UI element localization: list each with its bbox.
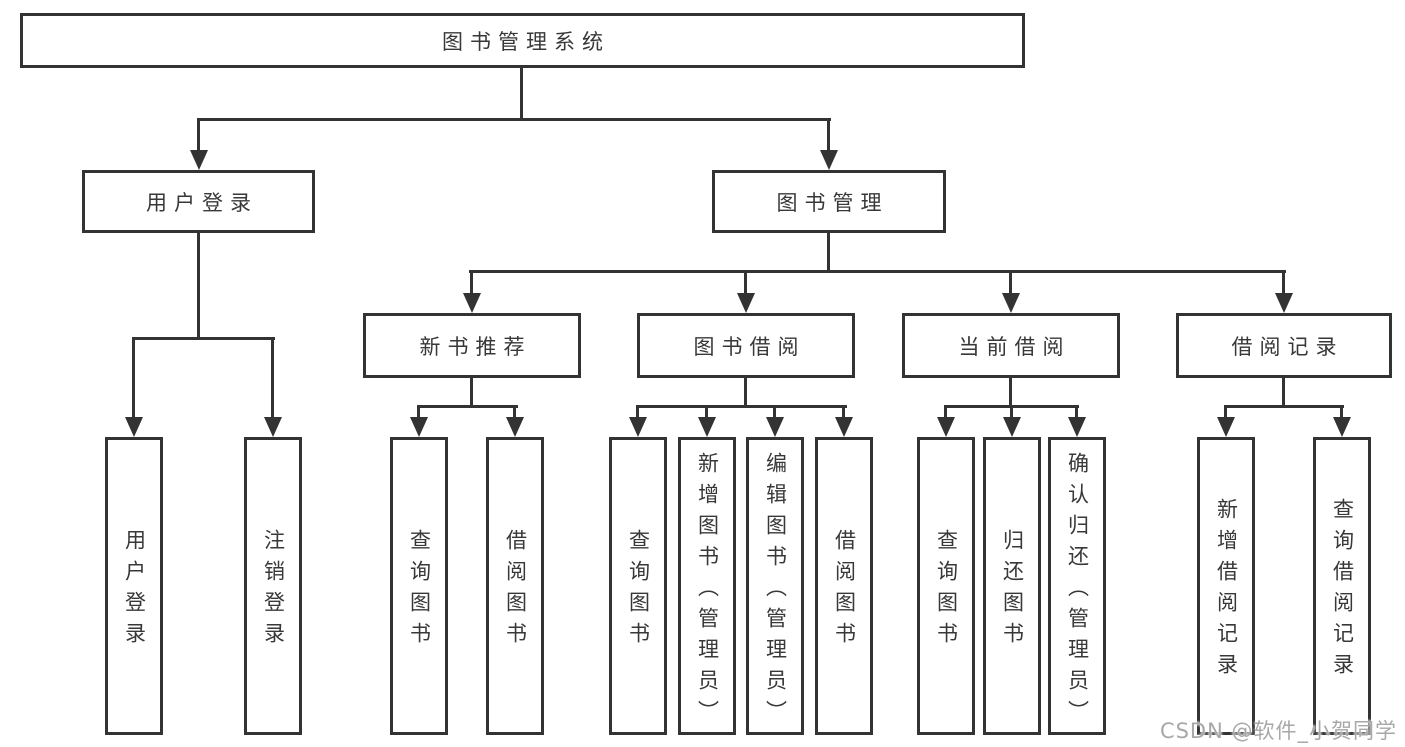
leaf-add-book-admin-label: 新增图书（管理员） bbox=[695, 451, 720, 731]
connector-level2-bar bbox=[197, 118, 831, 121]
connector-book-borrowing-stem bbox=[744, 375, 747, 408]
leaf-add-borrow-record: 新增借阅记录 bbox=[1197, 437, 1255, 735]
leaf-borrow-books-borrowing: 借阅图书 bbox=[815, 437, 873, 735]
arrow-leaf-query-current-icon bbox=[937, 417, 955, 437]
connector-level3-bar bbox=[469, 270, 1286, 273]
node-new-book-recommend: 新书推荐 bbox=[363, 313, 581, 378]
node-book-management: 图书管理 bbox=[712, 170, 946, 233]
node-new-book-recommend-label: 新书推荐 bbox=[419, 334, 532, 359]
leaf-query-books-recommend: 查询图书 bbox=[390, 437, 448, 735]
connector-leaf-user-login-drop bbox=[132, 337, 135, 419]
leaf-borrow-books-recommend: 借阅图书 bbox=[486, 437, 544, 735]
node-book-borrowing-label: 图书借阅 bbox=[693, 334, 806, 359]
connector-root-stem bbox=[520, 65, 523, 121]
arrow-book-borrowing-icon bbox=[737, 293, 755, 313]
arrow-borrowing-records-icon bbox=[1275, 293, 1293, 313]
leaf-edit-book-admin: 编辑图书（管理员） bbox=[746, 437, 804, 735]
watermark-text: CSDN @软件_小贺同学 bbox=[1159, 719, 1397, 743]
connector-book-management-drop bbox=[827, 118, 830, 154]
connector-current-borrowing-drop bbox=[1009, 270, 1012, 296]
connector-leaf-edit-book-drop bbox=[773, 405, 776, 420]
node-user-login-label: 用户登录 bbox=[146, 190, 258, 215]
connector-borrowing-records-drop bbox=[1282, 270, 1285, 296]
leaf-user-login-label: 用户登录 bbox=[122, 529, 147, 653]
arrow-leaf-return-books-icon bbox=[1003, 417, 1021, 437]
node-root-label: 图书管理系统 bbox=[442, 29, 610, 54]
leaf-query-books-current: 查询图书 bbox=[917, 437, 975, 735]
connector-user-login-stem bbox=[197, 230, 200, 340]
arrow-leaf-query-recommend-icon bbox=[410, 417, 428, 437]
arrow-leaf-logout-icon bbox=[264, 417, 282, 437]
connector-leaf-borrow-recommend-drop bbox=[513, 405, 516, 420]
arrow-leaf-borrow-recommend-icon bbox=[506, 417, 524, 437]
leaf-borrow-books-borrowing-label: 借阅图书 bbox=[832, 529, 857, 653]
connector-new-book-recommend-bar bbox=[417, 405, 518, 408]
connector-new-book-recommend-drop bbox=[470, 270, 473, 296]
arrow-book-management-icon bbox=[820, 150, 838, 170]
connector-leaf-confirm-return-drop bbox=[1075, 405, 1078, 420]
arrow-leaf-add-record-icon bbox=[1217, 417, 1235, 437]
connector-current-borrowing-stem bbox=[1009, 375, 1012, 408]
leaf-add-book-admin: 新增图书（管理员） bbox=[678, 437, 736, 735]
connector-book-borrowing-drop bbox=[744, 270, 747, 296]
node-borrowing-records: 借阅记录 bbox=[1176, 313, 1392, 378]
leaf-query-books-borrowing-label: 查询图书 bbox=[626, 529, 651, 653]
arrow-leaf-add-book-icon bbox=[698, 417, 716, 437]
leaf-query-books-borrowing: 查询图书 bbox=[609, 437, 667, 735]
leaf-query-borrow-record-label: 查询借阅记录 bbox=[1330, 498, 1355, 684]
connector-borrowing-records-stem bbox=[1282, 375, 1285, 408]
node-user-login: 用户登录 bbox=[82, 170, 315, 233]
leaf-return-books-label: 归还图书 bbox=[1000, 529, 1025, 653]
arrow-leaf-confirm-return-icon bbox=[1068, 417, 1086, 437]
connector-book-management-stem bbox=[827, 230, 830, 273]
connector-leaf-logout-drop bbox=[271, 337, 274, 419]
connector-borrowing-records-bar bbox=[1224, 405, 1344, 408]
leaf-logout-label: 注销登录 bbox=[261, 529, 286, 653]
leaf-query-books-current-label: 查询图书 bbox=[934, 529, 959, 653]
connector-leaf-query-current-drop bbox=[944, 405, 947, 420]
leaf-query-borrow-record: 查询借阅记录 bbox=[1313, 437, 1371, 735]
connector-leaf-query-record-drop bbox=[1340, 405, 1343, 420]
node-current-borrowing: 当前借阅 bbox=[902, 313, 1120, 378]
connector-leaf-return-books-drop bbox=[1010, 405, 1013, 420]
arrow-leaf-borrow-borrowing-icon bbox=[835, 417, 853, 437]
leaf-query-books-recommend-label: 查询图书 bbox=[407, 529, 432, 653]
arrow-leaf-query-borrowing-icon bbox=[629, 417, 647, 437]
connector-new-book-recommend-stem bbox=[470, 375, 473, 408]
arrow-leaf-edit-book-icon bbox=[766, 417, 784, 437]
connector-leaf-add-book-drop bbox=[705, 405, 708, 420]
leaf-confirm-return-admin: 确认归还（管理员） bbox=[1048, 437, 1106, 735]
arrow-leaf-query-record-icon bbox=[1333, 417, 1351, 437]
arrow-current-borrowing-icon bbox=[1002, 293, 1020, 313]
connector-leaf-add-record-drop bbox=[1224, 405, 1227, 420]
arrow-new-book-recommend-icon bbox=[463, 293, 481, 313]
node-book-borrowing: 图书借阅 bbox=[637, 313, 855, 378]
connector-user-login-bar bbox=[132, 337, 275, 340]
node-borrowing-records-label: 借阅记录 bbox=[1231, 334, 1344, 359]
connector-leaf-query-borrowing-drop bbox=[636, 405, 639, 420]
node-current-borrowing-label: 当前借阅 bbox=[958, 334, 1071, 359]
node-book-management-label: 图书管理 bbox=[776, 190, 889, 215]
connector-book-borrowing-bar bbox=[636, 405, 847, 408]
arrow-leaf-user-login-icon bbox=[125, 417, 143, 437]
connector-user-login-drop bbox=[197, 118, 200, 154]
leaf-logout: 注销登录 bbox=[244, 437, 302, 735]
leaf-add-borrow-record-label: 新增借阅记录 bbox=[1214, 498, 1239, 684]
arrow-user-login-icon bbox=[190, 150, 208, 170]
leaf-borrow-books-recommend-label: 借阅图书 bbox=[503, 529, 528, 653]
leaf-return-books: 归还图书 bbox=[983, 437, 1041, 735]
connector-leaf-borrow-borrowing-drop bbox=[842, 405, 845, 420]
connector-leaf-query-recommend-drop bbox=[417, 405, 420, 420]
leaf-confirm-return-admin-label: 确认归还（管理员） bbox=[1065, 451, 1090, 731]
leaf-user-login: 用户登录 bbox=[105, 437, 163, 735]
node-root: 图书管理系统 bbox=[20, 13, 1025, 68]
leaf-edit-book-admin-label: 编辑图书（管理员） bbox=[763, 451, 788, 731]
